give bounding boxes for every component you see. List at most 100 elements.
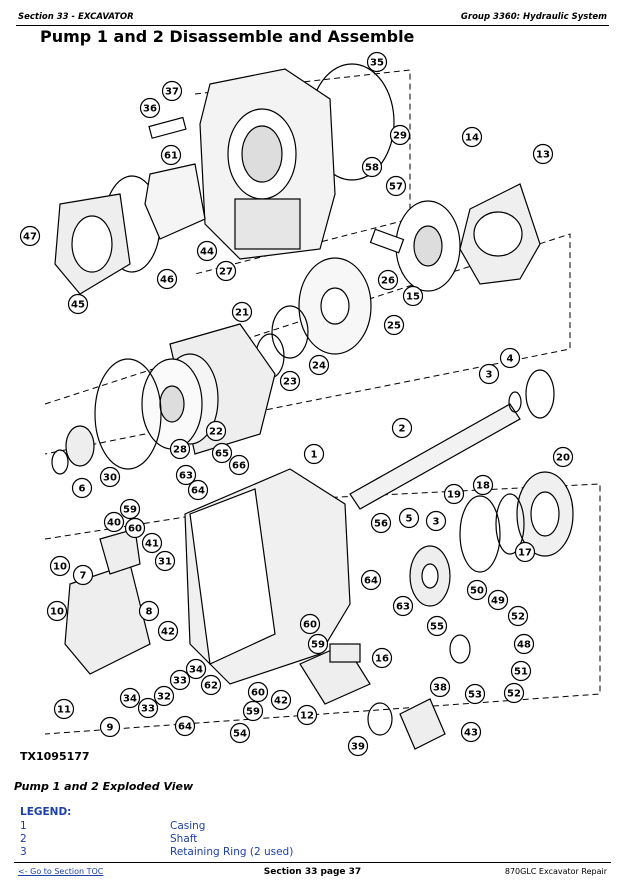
figure-id: TX1095177 [20,750,90,763]
callout-62: 62 [200,674,222,696]
callout-8: 8 [138,600,160,622]
figure-caption: Pump 1 and 2 Exploded View [14,780,194,793]
svg-text:34: 34 [123,694,137,705]
callout-31: 31 [154,550,176,572]
callout-4: 4 [499,347,521,369]
svg-text:28: 28 [173,445,187,456]
callout-21: 21 [231,301,253,323]
callout-circles: 1234567891011121314151617181920212223242… [19,51,574,757]
exploded-view-figure: 1234567891011121314151617181920212223242… [19,51,601,757]
callout-19: 19 [443,483,465,505]
svg-text:59: 59 [246,707,260,718]
legend-num: 3 [20,846,27,858]
callout-34: 34 [185,658,207,680]
callout-36: 36 [139,97,161,119]
svg-text:14: 14 [465,133,479,144]
legend-title: LEGEND: [20,806,72,818]
callout-30: 30 [99,466,121,488]
callout-63: 63 [392,595,414,617]
svg-text:15: 15 [406,292,420,303]
callout-13: 13 [532,143,554,165]
callout-55: 55 [426,615,448,637]
callout-52: 52 [503,682,525,704]
legend-desc: Shaft [170,833,198,845]
callout-15: 15 [402,285,424,307]
legend-desc: Retaining Ring (2 used) [170,846,294,858]
callout-35: 35 [366,51,388,73]
callout-47: 47 [19,225,41,247]
callout-33: 33 [137,697,159,719]
section-header: Section 33 - EXCAVATOR [18,12,134,22]
callout-26: 26 [377,269,399,291]
svg-text:1: 1 [311,450,318,461]
svg-text:58: 58 [365,163,379,174]
svg-text:26: 26 [381,276,395,287]
svg-text:64: 64 [191,486,205,497]
section-toc-link[interactable]: <- Go to Section TOC [18,867,104,876]
svg-text:48: 48 [517,640,531,651]
callout-61: 61 [160,144,182,166]
svg-text:32: 32 [157,692,171,703]
callout-37: 37 [161,80,183,102]
legend-row: 2 Shaft [20,833,620,846]
callout-25: 25 [383,314,405,336]
callout-60: 60 [247,681,269,703]
footer-rule [14,862,611,863]
callout-20: 20 [552,446,574,468]
callout-3: 3 [478,363,500,385]
callout-11: 11 [53,698,75,720]
svg-text:25: 25 [387,321,401,332]
page-title: Pump 1 and 2 Disassemble and Assemble [40,27,415,46]
callout-6: 6 [71,477,93,499]
svg-text:31: 31 [158,557,172,568]
callout-64: 64 [360,569,382,591]
callout-59: 59 [307,633,329,655]
callout-43: 43 [460,721,482,743]
svg-text:6: 6 [79,484,86,495]
svg-text:19: 19 [447,490,461,501]
svg-text:63: 63 [179,471,193,482]
svg-text:9: 9 [107,723,114,734]
svg-text:12: 12 [300,711,314,722]
callout-42: 42 [157,620,179,642]
svg-text:4: 4 [507,354,514,365]
svg-text:54: 54 [233,729,247,740]
svg-text:27: 27 [219,267,233,278]
callout-60: 60 [124,517,146,539]
callout-22: 22 [205,420,227,442]
callout-59: 59 [242,700,264,722]
svg-text:52: 52 [507,689,521,700]
svg-text:62: 62 [204,681,218,692]
callout-32: 32 [153,685,175,707]
svg-text:59: 59 [123,505,137,516]
callout-27: 27 [215,260,237,282]
callout-10: 10 [49,555,71,577]
page-number: Section 33 page 37 [263,867,362,877]
callout-33: 33 [169,669,191,691]
callout-59: 59 [119,498,141,520]
callout-40: 40 [103,511,125,533]
callout-38: 38 [429,676,451,698]
pump-parts [51,63,574,750]
callout-52: 52 [507,605,529,627]
callout-10: 10 [46,600,68,622]
svg-text:16: 16 [375,654,389,665]
svg-text:3: 3 [486,370,493,381]
callout-41: 41 [141,532,163,554]
callout-28: 28 [169,438,191,460]
callout-1: 1 [303,443,325,465]
callout-16: 16 [371,647,393,669]
svg-text:55: 55 [430,622,444,633]
svg-text:66: 66 [232,461,246,472]
svg-text:45: 45 [71,300,85,311]
callout-56: 56 [370,512,392,534]
callout-9: 9 [99,716,121,738]
svg-text:60: 60 [303,620,317,631]
svg-text:53: 53 [468,690,482,701]
legend-desc: Casing [170,820,206,832]
callout-60: 60 [299,613,321,635]
svg-text:7: 7 [80,571,87,582]
svg-text:40: 40 [107,518,121,529]
svg-text:22: 22 [209,427,223,438]
svg-text:24: 24 [312,361,326,372]
